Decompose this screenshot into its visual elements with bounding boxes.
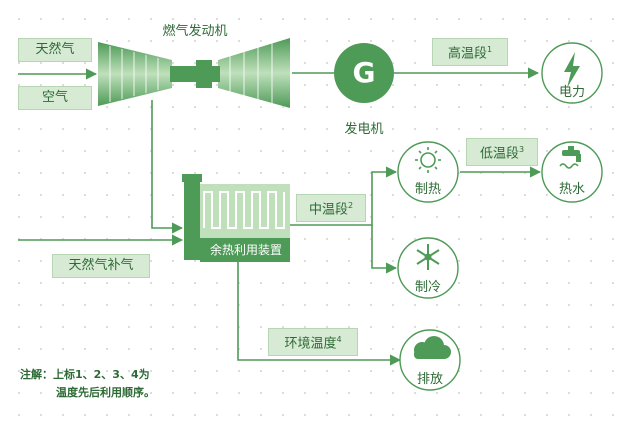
ambient-stage-sup: 4 — [336, 335, 342, 344]
mid-stage-label: 中温段 — [308, 202, 348, 218]
low-stage-tag: 低温段3 — [466, 138, 538, 167]
ambient-line — [237, 262, 402, 366]
footnote-line2: 温度先后利用顺序。 — [56, 386, 155, 399]
generator-symbol: G — [352, 56, 376, 89]
supplement-gas-label: 天然气补气 — [68, 258, 134, 273]
natural-gas-label: 天然气 — [35, 42, 75, 57]
sun-icon — [415, 147, 441, 173]
high-stage-sup: 1 — [486, 45, 493, 54]
gas-engine-label: 燃气发动机 — [162, 24, 228, 39]
mid-stage-line — [290, 166, 398, 226]
lightning-icon — [564, 52, 580, 88]
cooling-label: 制冷 — [414, 280, 441, 295]
air-tag: 空气 — [18, 86, 92, 110]
heat-recovery-label: 余热利用装置 — [209, 243, 282, 257]
mid-stage-sup: 2 — [347, 201, 354, 210]
exhaust-label: 排放 — [416, 372, 443, 387]
footnote: 注解：上标1、2、3、4为 温度先后利用顺序。 — [20, 366, 155, 402]
electricity-label: 电力 — [558, 85, 585, 100]
heat-recovery-device — [182, 174, 290, 262]
high-stage-tag: 高温段1 — [432, 38, 508, 67]
footnote-line1: 注解：上标1、2、3、4为 — [20, 368, 150, 381]
gas-engine — [98, 38, 290, 108]
air-label: 空气 — [41, 90, 68, 105]
heating-label: 制热 — [414, 182, 441, 197]
generator-circle — [334, 43, 394, 103]
mid-stage-tag: 中温段2 — [296, 194, 366, 223]
cloud-icon — [414, 336, 451, 359]
exhaust-circle — [399, 329, 461, 391]
generator-label: 发电机 — [344, 122, 384, 137]
cooling-line — [371, 225, 398, 274]
hot-water-circle — [541, 141, 603, 203]
exhaust-to-recovery-line — [151, 100, 184, 234]
ambient-stage-label: 环境温度 — [284, 336, 337, 352]
low-stage-sup: 3 — [518, 145, 525, 154]
low-stage-label: 低温段 — [479, 146, 519, 162]
faucet-icon — [559, 146, 581, 169]
snowflake-icon — [416, 244, 440, 270]
supplement-gas-tag: 天然气补气 — [52, 254, 150, 278]
natural-gas-tag: 天然气 — [18, 38, 92, 62]
hot-water-label: 热水 — [558, 182, 585, 197]
ambient-stage-tag: 环境温度4 — [268, 328, 358, 357]
high-stage-label: 高温段 — [447, 46, 487, 62]
